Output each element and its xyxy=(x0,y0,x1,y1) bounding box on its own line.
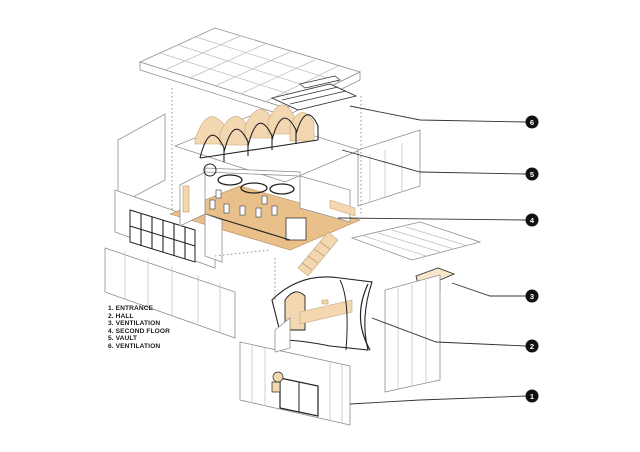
callout-5: 5 xyxy=(525,167,539,181)
entrance xyxy=(239,317,351,426)
legend-item-entrance: 1. ENTRANCE xyxy=(108,305,154,312)
callout-leaders xyxy=(337,105,527,405)
svg-text:3: 3 xyxy=(530,292,534,301)
legend-item-hall: 2. HALL xyxy=(108,312,134,320)
callout-4: 4 xyxy=(525,213,539,227)
left-walls xyxy=(104,113,236,339)
svg-text:2: 2 xyxy=(530,342,534,351)
svg-text:6: 6 xyxy=(530,118,534,127)
legend-item-second-floor: 4. SECOND FLOOR xyxy=(108,327,170,335)
callout-6: 6 xyxy=(525,115,539,129)
roof-ventilation-frame xyxy=(138,27,362,117)
callout-1: 1 xyxy=(525,389,539,403)
ventilation-module xyxy=(350,221,482,393)
stair xyxy=(297,231,339,277)
legend: 1. ENTRANCE 2. HALL 3. VENTILATION 4. SE… xyxy=(108,305,170,351)
svg-text:4: 4 xyxy=(530,216,535,225)
svg-text:1: 1 xyxy=(530,392,534,401)
legend-item-ventilation-top: 6. VENTILATION xyxy=(108,342,161,350)
legend-item-ventilation: 3. VENTILATION xyxy=(108,320,161,328)
hall xyxy=(271,276,373,351)
callout-2: 2 xyxy=(525,339,539,353)
svg-text:5: 5 xyxy=(530,170,534,179)
callout-3: 3 xyxy=(525,289,539,303)
second-floor xyxy=(169,163,361,263)
vault-layer xyxy=(173,104,421,207)
explode-guides xyxy=(171,88,362,300)
legend-item-vault: 5. VAULT xyxy=(108,335,138,343)
